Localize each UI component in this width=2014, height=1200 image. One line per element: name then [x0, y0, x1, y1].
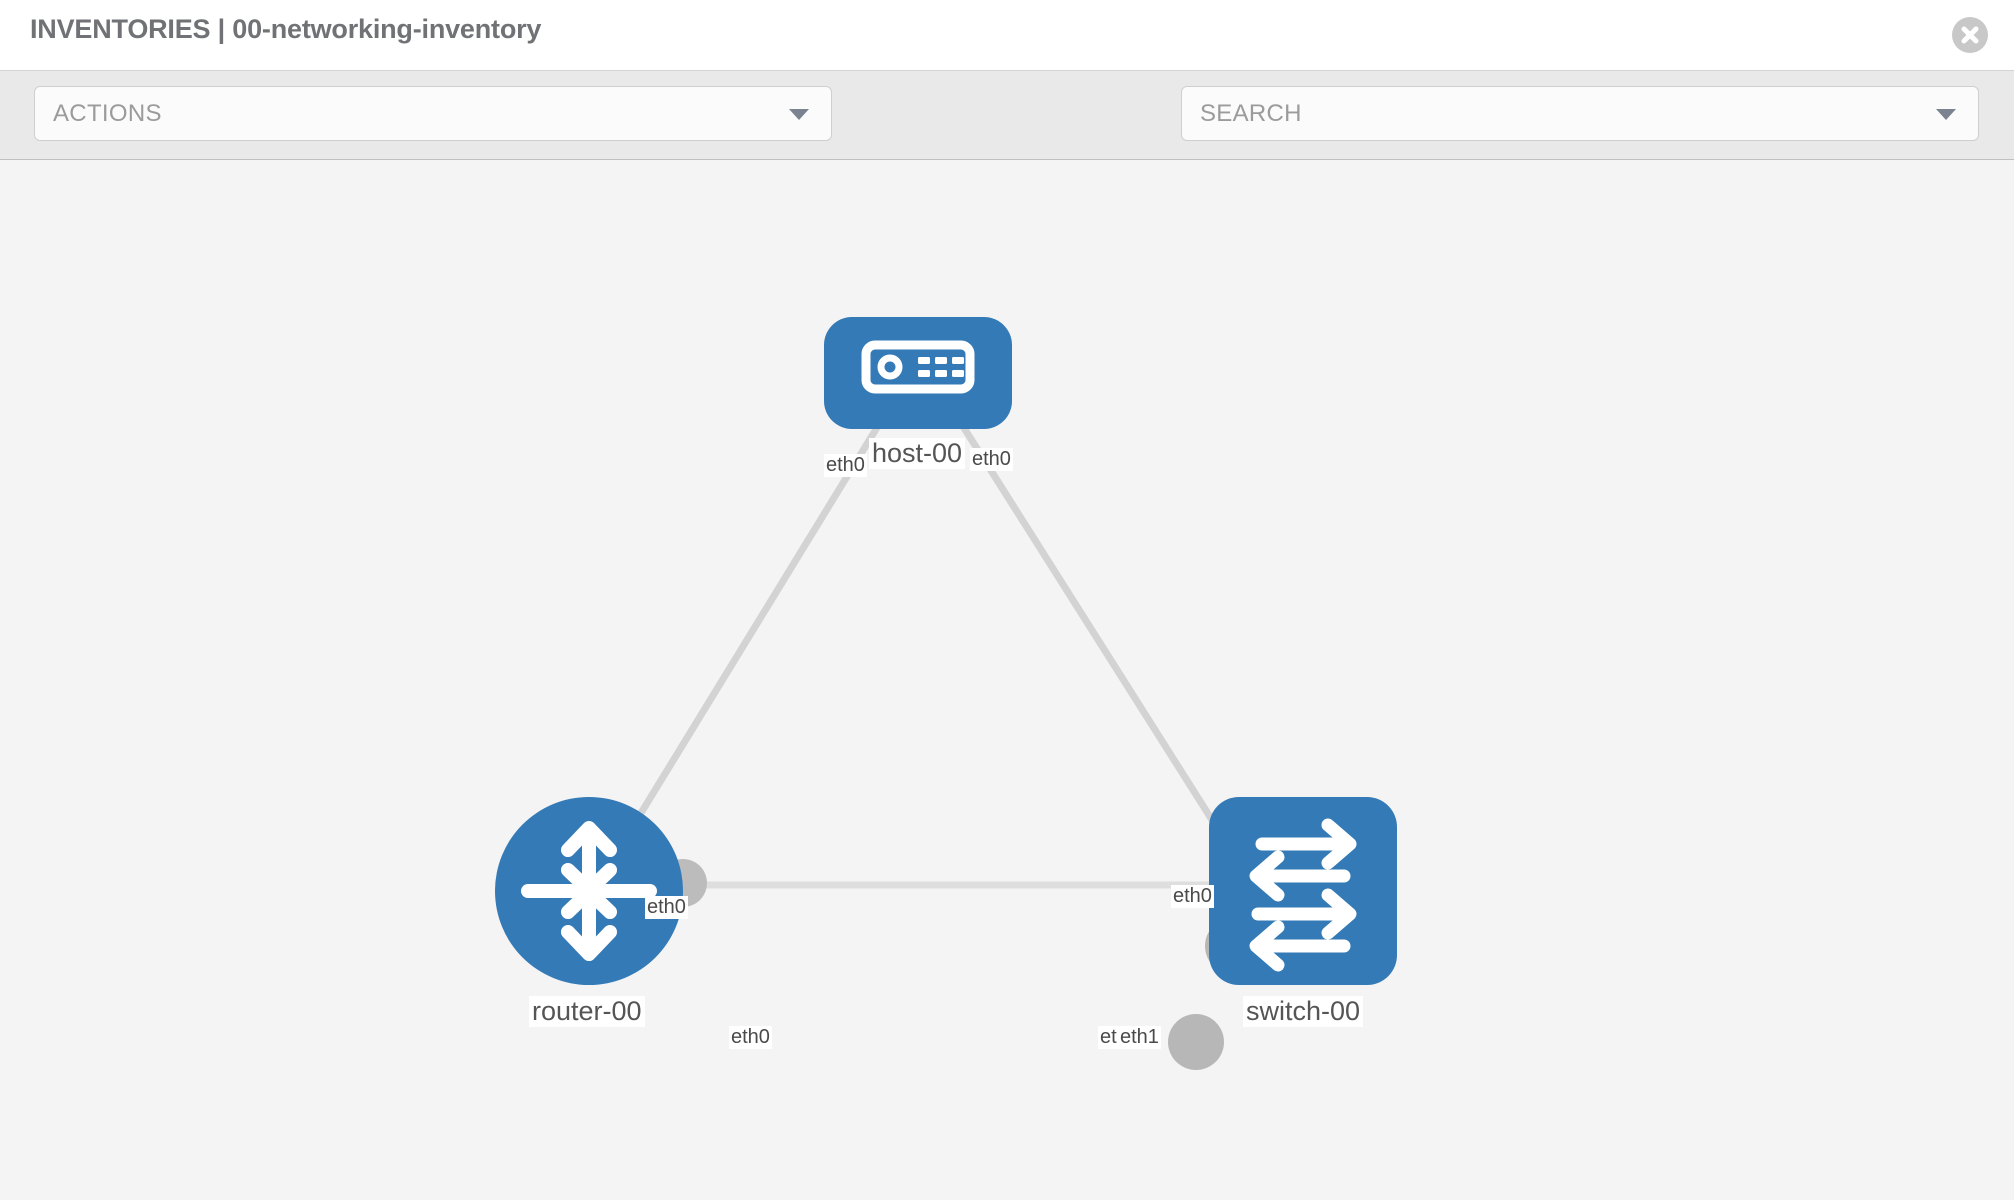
actions-dropdown-label: ACTIONS — [53, 100, 162, 127]
search-placeholder: SEARCH — [1200, 100, 1302, 127]
connector-switch-left — [1168, 1014, 1224, 1070]
chevron-down-icon[interactable] — [1936, 109, 1956, 120]
edge-label-host-right: eth0 — [970, 448, 1013, 471]
edge-label-router-up: eth0 — [645, 896, 688, 919]
edge-label-router-right: eth0 — [729, 1026, 772, 1049]
edge-host-switch — [937, 388, 1253, 882]
search-input[interactable]: SEARCH — [1181, 86, 1979, 141]
actions-dropdown[interactable]: ACTIONS — [34, 86, 832, 141]
node-label-switch-00: switch-00 — [1243, 996, 1364, 1027]
edge-label-switch-up: eth0 — [1171, 885, 1214, 908]
node-label-host-00: host-00 — [869, 438, 966, 469]
node-host-00 — [824, 317, 1012, 429]
page-title: INVENTORIES | 00-networking-inventory — [30, 14, 542, 44]
toolbar: ACTIONS SEARCH — [0, 70, 2014, 198]
node-switch-00 — [1209, 797, 1397, 985]
edge-label-host-left: eth0 — [824, 454, 867, 477]
node-router-00 — [495, 797, 683, 985]
edge-label-switch-left: eth1 — [1118, 1026, 1161, 1049]
topology-graph — [495, 317, 1397, 1070]
topology-canvas[interactable]: host-00 router-00 switch-00 eth0 eth0 et… — [0, 160, 2014, 1200]
node-label-router-00: router-00 — [529, 996, 645, 1027]
close-icon[interactable] — [1952, 17, 1988, 53]
chevron-down-icon — [789, 109, 809, 120]
page-header: INVENTORIES | 00-networking-inventory — [0, 0, 2014, 70]
